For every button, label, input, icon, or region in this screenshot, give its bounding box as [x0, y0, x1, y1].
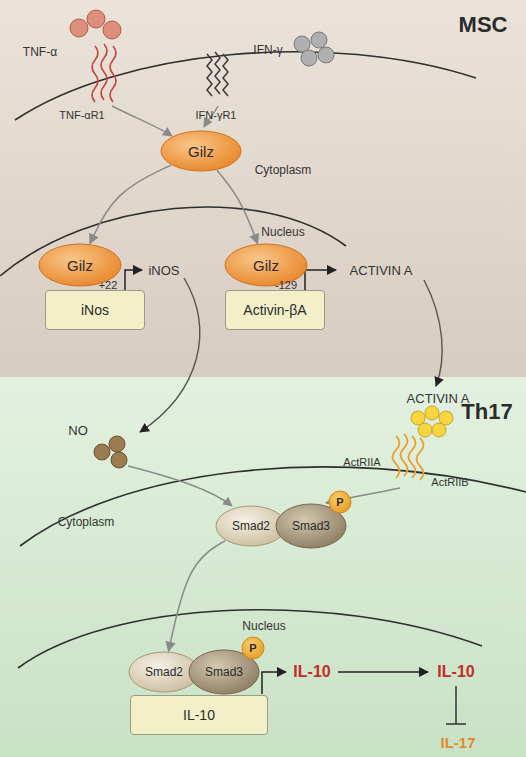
annotation-label: Nucleus	[261, 225, 304, 239]
annotation-label: IFN-γR1	[196, 109, 237, 121]
annotation-label: Cytoplasm	[255, 163, 312, 177]
annotation-label: ActRIIB	[431, 476, 468, 488]
annotation-label: +22	[99, 279, 118, 291]
molecule-dot	[103, 21, 121, 39]
molecule-dot	[109, 436, 125, 452]
annotation-label: TNF-αR1	[59, 109, 104, 121]
protein-ellipse: Gilz	[160, 130, 242, 172]
molecule-dot	[294, 36, 310, 52]
annotation-label: Nucleus	[242, 619, 285, 633]
molecule-dot	[70, 19, 88, 37]
node-label: Smad2	[145, 665, 183, 679]
node-label: P	[249, 642, 256, 654]
phosphate-circle: P	[328, 490, 352, 514]
annotation-label: IL-10	[437, 663, 474, 681]
gene-box: IL-10	[130, 695, 268, 735]
node-label: Gilz	[253, 257, 279, 274]
molecule-dot	[425, 406, 439, 420]
phosphate-circle: P	[241, 636, 265, 660]
node-label: P	[336, 496, 343, 508]
molecule-dot	[301, 50, 317, 66]
ellipse-shape	[329, 491, 351, 513]
annotation-label: Cytoplasm	[58, 515, 115, 529]
molecule-dot	[318, 47, 334, 63]
node-label: Gilz	[188, 143, 214, 160]
molecule-dot	[432, 423, 446, 437]
secretion-arrow	[338, 671, 428, 673]
molecule-dot	[111, 452, 127, 468]
node-label: IL-10	[183, 707, 215, 723]
gene-box: iNos	[45, 290, 145, 330]
gene-box: Activin-βA	[225, 290, 325, 330]
ellipse-shape	[242, 637, 264, 659]
molecule-dot	[418, 423, 432, 437]
annotation-label: ACTIVIN A	[407, 391, 470, 406]
annotation-label: IL-10	[293, 663, 330, 681]
annotation-label: ActRIIA	[343, 456, 380, 468]
molecule-dot	[311, 32, 327, 48]
node-label: Activin-βA	[243, 302, 306, 318]
panel-title: MSC	[459, 12, 508, 38]
node-label: Smad3	[292, 519, 330, 533]
annotation-label: NO	[68, 423, 88, 438]
ellipse-shape	[161, 131, 241, 171]
annotation-label: ACTIVIN A	[350, 263, 413, 278]
annotation-label: IFN-γ	[253, 43, 282, 57]
annotation-label: iNOS	[148, 263, 179, 278]
protein-ellipse: Smad3P	[188, 649, 260, 695]
annotation-label: -129	[275, 279, 297, 291]
node-label: Gilz	[67, 257, 93, 274]
molecule-dot	[87, 10, 105, 28]
annotation-label: TNF-α	[23, 45, 57, 59]
molecule-dot	[94, 444, 110, 460]
protein-ellipse: Smad3P	[275, 503, 347, 549]
node-label: Smad3	[205, 665, 243, 679]
node-label: Smad2	[232, 519, 270, 533]
node-label: iNos	[81, 302, 109, 318]
annotation-label: IL-17	[440, 734, 475, 751]
